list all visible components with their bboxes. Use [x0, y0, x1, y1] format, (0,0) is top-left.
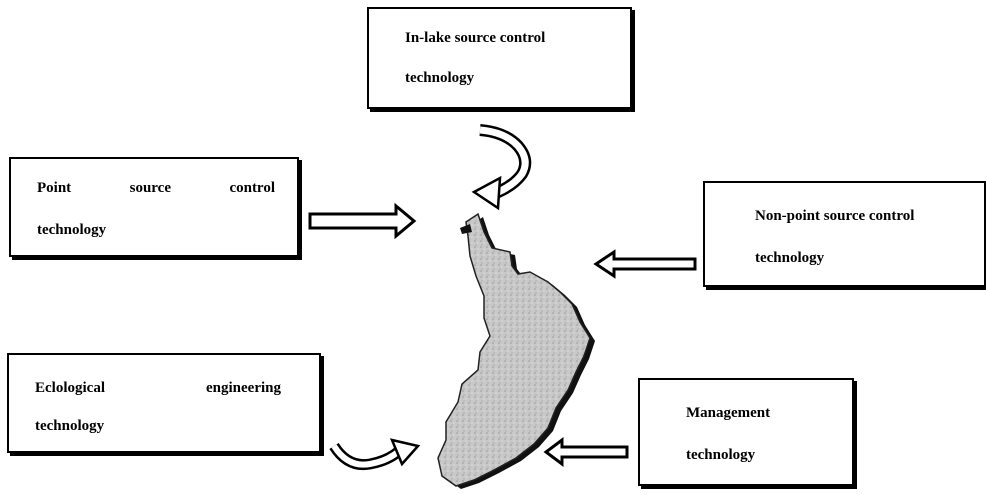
point-source-label-line1: Point source control [37, 181, 275, 196]
ecological-engineering-box: Eclological engineering technology [7, 353, 321, 453]
point-source-arrow [308, 202, 417, 240]
point-word: Point [37, 180, 72, 196]
point-source-control-box: Point source control technology [9, 157, 299, 257]
non-point-source-control-box: Non-point source control technology [703, 181, 986, 287]
management-arrow [543, 437, 629, 467]
non-point-label-line1: Non-point source control [755, 208, 915, 224]
non-point-source-arrow [593, 249, 697, 279]
management-label-line1: Management [686, 405, 771, 421]
ecological-word: Eclological [35, 380, 105, 396]
management-technology-box: Management technology [638, 378, 854, 486]
in-lake-label-line1: In-lake source control [405, 30, 546, 46]
control-word: control [229, 180, 275, 196]
in-lake-curved-arrow [471, 124, 532, 211]
ecological-label-line1: Eclological engineering [35, 381, 281, 396]
engineering-word: engineering [206, 380, 281, 396]
lake-shape [437, 212, 591, 487]
point-source-label-line2: technology [37, 222, 107, 238]
in-lake-source-control-box: In-lake source control technology [367, 7, 632, 109]
non-point-label-line2: technology [755, 250, 825, 266]
management-label-line2: technology [686, 447, 756, 463]
ecological-label-line2: technology [35, 418, 105, 434]
in-lake-label-line2: technology [405, 70, 475, 86]
ecological-curved-arrow [329, 438, 421, 471]
lake-inlet [460, 224, 472, 234]
source-word: source [129, 180, 171, 196]
